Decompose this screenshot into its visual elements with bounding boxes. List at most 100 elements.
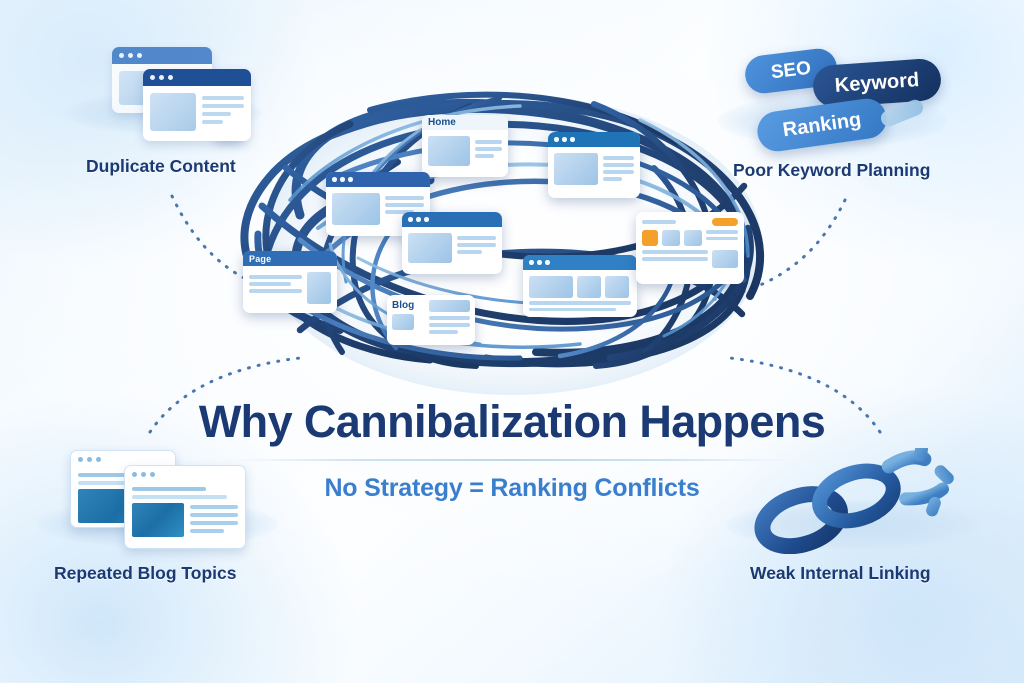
- card-text-line: [457, 236, 496, 240]
- window-text-line: [202, 120, 223, 124]
- window-thumbnail: [150, 93, 196, 131]
- card-text-line: [475, 140, 502, 144]
- card-text-line: [385, 196, 424, 200]
- window-dot-icon: [137, 53, 142, 58]
- card-header: [523, 255, 637, 270]
- window-dot-icon: [159, 75, 164, 80]
- card-thumbnail: [662, 230, 680, 246]
- window-text-line: [190, 521, 238, 525]
- title-divider: [234, 459, 790, 462]
- card-thumbnail: [392, 314, 414, 330]
- window-dot-icon: [132, 472, 137, 477]
- cause-label-repeated-blog-topics: Repeated Blog Topics: [54, 563, 237, 583]
- window-text-line: [202, 104, 244, 108]
- window-text-line: [132, 487, 207, 491]
- window-dot-icon: [150, 75, 155, 80]
- window-text-line: [190, 529, 224, 533]
- card-thumbnail: [554, 153, 598, 185]
- card-accent-block: [642, 230, 658, 246]
- window-title-bar: [143, 69, 251, 86]
- window-text-line: [202, 112, 232, 116]
- card-thumbnail: [428, 300, 470, 312]
- window-title-bar: [125, 466, 245, 483]
- card-thumbnail: [408, 233, 452, 263]
- window-body: [125, 483, 245, 541]
- tangle-page-card-page: Page: [243, 251, 337, 313]
- card-header: Page: [243, 251, 337, 266]
- card-action-pill: [712, 218, 738, 226]
- window-dot-icon: [332, 177, 337, 182]
- tangle-page-card-home: Home: [422, 115, 508, 177]
- tangle-page-card-right-dashboard: [636, 212, 744, 284]
- card-title-label: Page: [249, 253, 272, 264]
- window-dot-icon: [128, 53, 133, 58]
- window-dot-icon: [424, 217, 429, 222]
- window-dot-icon: [87, 457, 92, 462]
- card-text-line: [529, 307, 616, 311]
- window-dot-icon: [340, 177, 345, 182]
- card-text-line: [475, 147, 502, 151]
- window-dot-icon: [529, 260, 534, 265]
- window-text-line: [78, 473, 132, 477]
- card-thumbnail: [529, 276, 573, 298]
- card-title-label: Blog: [392, 300, 415, 311]
- window-dot-icon: [168, 75, 173, 80]
- card-text-line: [457, 250, 483, 254]
- window-dot-icon: [150, 472, 155, 477]
- cause-label-poor-keyword-planning: Poor Keyword Planning: [733, 160, 931, 180]
- window-title-bar: [112, 47, 212, 64]
- card-thumbnail: [577, 276, 601, 298]
- card-text-line: [457, 243, 496, 247]
- card-text-line: [603, 163, 634, 167]
- connector-repeated-blog: [148, 356, 302, 434]
- duplicate-content-window-front: [143, 69, 251, 141]
- window-dot-icon: [96, 457, 101, 462]
- window-dot-icon: [545, 260, 550, 265]
- card-content: [326, 187, 430, 231]
- window-text-line: [78, 481, 155, 485]
- tangle-page-card-left: [326, 172, 430, 236]
- page-subtitle: No Strategy = Ranking Conflicts: [324, 474, 700, 503]
- card-header: [548, 132, 640, 147]
- card-text-line: [428, 316, 470, 320]
- card-text-line: [642, 220, 676, 224]
- keyword-tag-label: SEO: [769, 57, 813, 84]
- card-text-line: [603, 170, 634, 174]
- connector-duplicate-content: [170, 194, 322, 302]
- card-content: Blog: [387, 295, 475, 342]
- card-content: [402, 227, 502, 269]
- tangle-page-card-bottom-center: [523, 255, 637, 317]
- window-dot-icon: [348, 177, 353, 182]
- card-thumbnail: [332, 193, 380, 225]
- window-thumbnail: [132, 503, 184, 537]
- window-text-line: [132, 495, 228, 499]
- card-text-line: [385, 210, 415, 214]
- card-thumbnail: [307, 272, 331, 304]
- card-text-line: [249, 282, 292, 286]
- card-header: [326, 172, 430, 187]
- card-header: Home: [422, 115, 508, 130]
- window-dot-icon: [78, 457, 83, 462]
- tangle-page-card-center: [402, 212, 502, 274]
- window-text-line: [190, 513, 238, 517]
- card-text-line: [642, 250, 708, 254]
- card-thumbnail: [712, 250, 738, 268]
- card-header: [402, 212, 502, 227]
- card-title-label: Home: [428, 117, 456, 128]
- card-text-line: [529, 301, 631, 305]
- card-content: [636, 212, 744, 274]
- card-content: [548, 147, 640, 191]
- window-text-line: [190, 505, 238, 509]
- card-text-line: [642, 257, 708, 261]
- card-text-line: [706, 236, 738, 240]
- cause-label-duplicate-content: Duplicate Content: [86, 156, 236, 176]
- window-dot-icon: [408, 217, 413, 222]
- window-title-bar: [71, 451, 175, 468]
- connector-poor-keyword: [710, 198, 847, 302]
- tangle-page-card-blog: Blog: [387, 295, 475, 345]
- window-dot-icon: [570, 137, 575, 142]
- card-text-line: [428, 323, 470, 327]
- window-dot-icon: [416, 217, 421, 222]
